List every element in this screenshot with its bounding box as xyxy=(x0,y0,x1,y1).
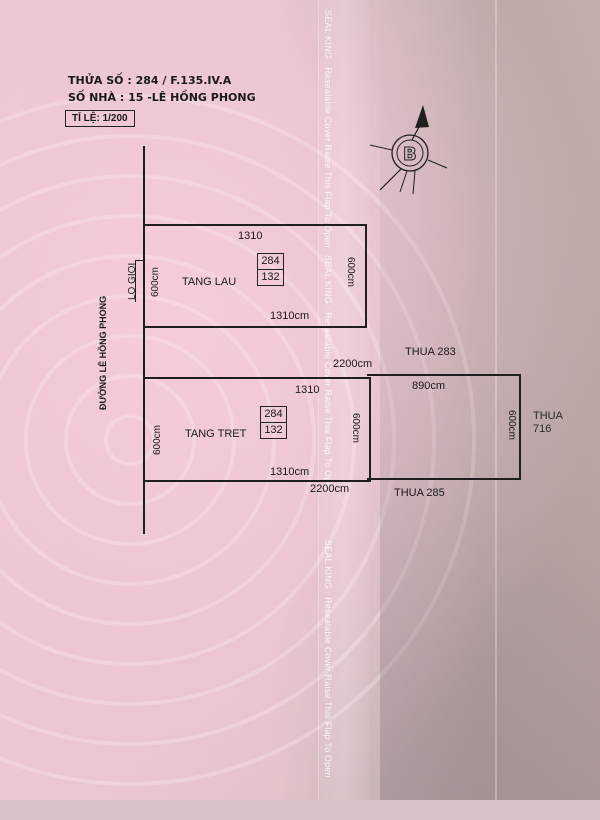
upper-floor-name: TANG LAU xyxy=(182,276,237,288)
neighbor-east-line2: 716 xyxy=(533,423,552,435)
ground-floor-outline xyxy=(143,377,371,482)
plastic-cover-shadow xyxy=(380,0,600,800)
total-length-top: 2200cm xyxy=(333,358,373,370)
rear-lot-width: 890cm xyxy=(412,380,446,392)
seal-cover-flap xyxy=(318,0,369,800)
ground-floor-left-depth: 600cm xyxy=(152,424,163,455)
ground-floor-name: TANG TRET xyxy=(185,428,247,440)
total-length-bottom: 2200cm xyxy=(310,483,350,495)
upper-floor-parcel-box: 284 132 xyxy=(257,253,284,286)
house-address-line: SỐ NHÀ : 15 -LÊ HỒNG PHONG xyxy=(68,91,256,104)
neighbor-north: THUA 283 xyxy=(405,346,456,358)
ground-floor-parcel-box: 284 132 xyxy=(260,406,287,439)
parcel-number: 284 xyxy=(264,408,283,420)
upper-floor-right-depth: 600cm xyxy=(345,257,356,288)
upper-floor-top-width: 1310 xyxy=(238,230,263,242)
watermark-text-top: SEAL KING : Resealable Cover Raise This … xyxy=(323,10,333,248)
scale-label: TỈ LỆ: 1/200 xyxy=(65,110,135,127)
map-sheet-number: 132 xyxy=(258,269,283,285)
ground-floor-bottom-width: 1310cm xyxy=(270,466,310,478)
rear-lot-outline xyxy=(367,374,521,480)
road-name-label: ĐƯỜNG LÊ HỒNG PHONG xyxy=(98,295,108,410)
upper-floor-bottom-width: 1310cm xyxy=(270,310,310,322)
neighbor-south: THUA 285 xyxy=(394,487,445,499)
entrance-label: LO GIOI xyxy=(127,262,138,300)
neighbor-east: THUA 716 xyxy=(533,410,563,436)
svg-text:B: B xyxy=(403,144,417,165)
parcel-number-line: THỬA SỐ : 284 / F.135.IV.A xyxy=(68,74,232,87)
entrance-arrow-head xyxy=(135,260,143,261)
rear-lot-depth: 600cm xyxy=(506,410,517,441)
upper-floor-outline xyxy=(143,224,367,328)
neighbor-east-line1: THUA xyxy=(533,410,563,422)
parcel-number: 284 xyxy=(261,255,280,267)
document-background xyxy=(0,0,600,800)
road-boundary-line xyxy=(143,146,145,534)
ground-floor-right-depth: 600cm xyxy=(350,413,361,444)
entrance-arrow-line xyxy=(135,260,136,302)
map-sheet-number: 132 xyxy=(261,422,286,438)
watermark-text-bottom: SEAL KING : Resealable Cover Raise This … xyxy=(323,540,333,778)
ground-floor-top-width: 1310 xyxy=(295,384,320,396)
north-arrow-compass-icon: B xyxy=(369,105,448,195)
upper-floor-left-depth: 600cm xyxy=(150,266,161,297)
flap-edge xyxy=(495,0,497,800)
